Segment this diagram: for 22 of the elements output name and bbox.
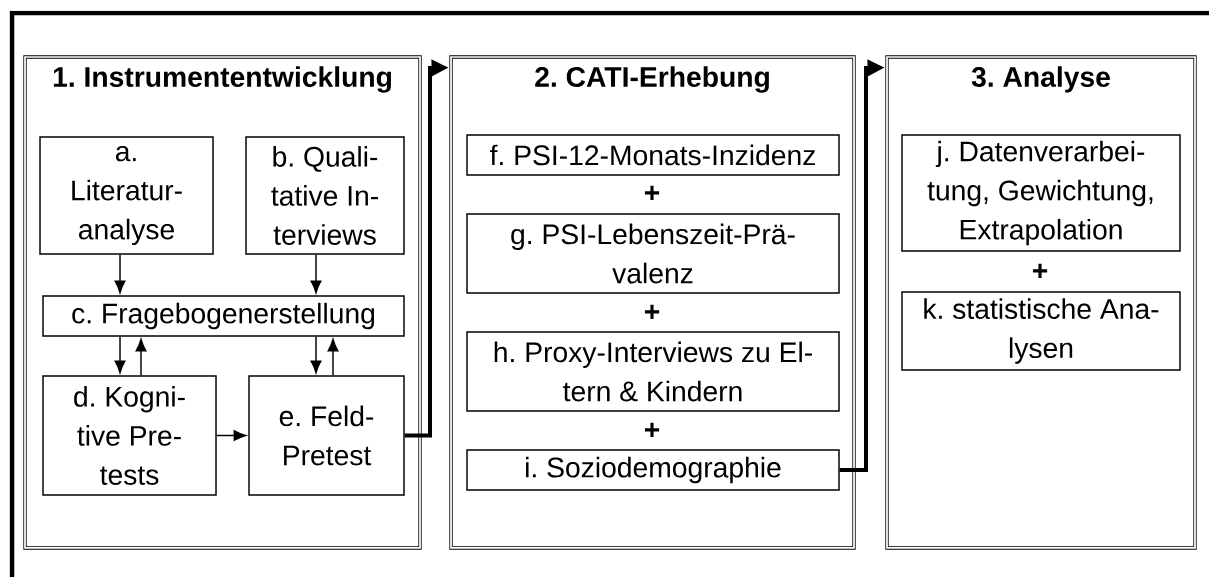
step-box: h. Proxy-Interviews zu El- tern & Kindern xyxy=(466,331,840,412)
arrow xyxy=(114,254,126,294)
arrow xyxy=(310,336,322,374)
step-box: k. statistische Ana- lysen xyxy=(901,291,1181,371)
arrow xyxy=(310,254,322,294)
step-box: a. Literatur- analyse xyxy=(39,136,214,255)
arrow xyxy=(135,338,147,376)
step-box: g. PSI-Lebenszeit-Prä- valenz xyxy=(466,213,840,294)
arrow xyxy=(216,430,247,441)
plus-sign: + xyxy=(644,185,660,201)
step-box: d. Kogni- tive Pre- tests xyxy=(42,375,217,496)
step-box: i. Soziodemographie xyxy=(466,449,840,491)
plus-sign: + xyxy=(1032,263,1048,279)
step-box: c. Fragebogenerstellung xyxy=(42,295,405,337)
step-box: e. Feld- Pretest xyxy=(248,375,405,496)
plus-sign: + xyxy=(644,422,660,438)
arrow xyxy=(114,336,126,374)
arrow xyxy=(327,338,339,376)
step-box: j. Datenverarbei- tung, Gewichtung, Extrapolation xyxy=(901,134,1181,252)
plus-sign: + xyxy=(644,304,660,320)
step-box: b. Quali- tative In- terviews xyxy=(245,136,405,255)
step-box: f. PSI-12-Monats-Inzidenz xyxy=(466,134,840,176)
